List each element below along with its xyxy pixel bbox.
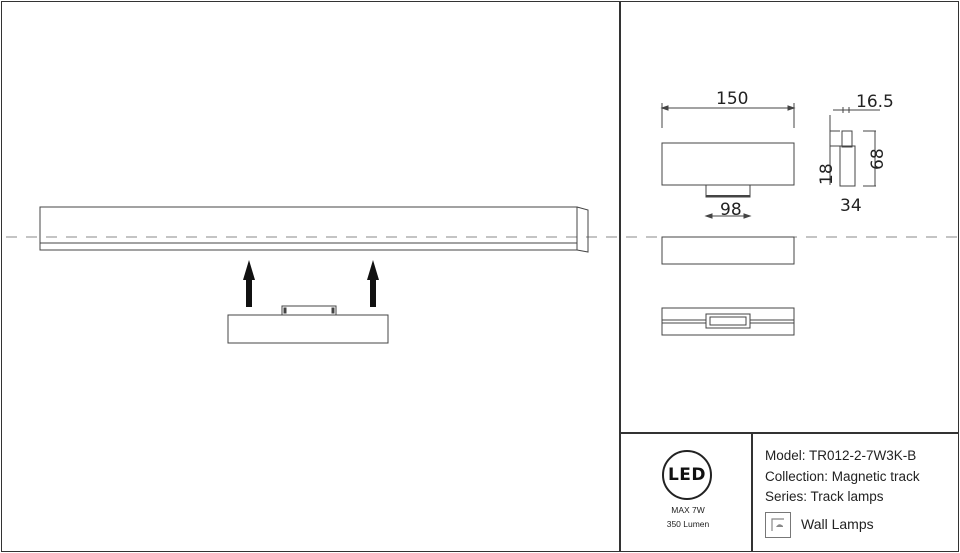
dim-offset: 18 xyxy=(817,163,837,185)
dim-length: 150 xyxy=(716,89,748,109)
arrow-up-icon-left xyxy=(243,260,255,307)
lumen-output: 350 Lumen xyxy=(666,519,710,529)
bottom-view xyxy=(661,307,795,336)
led-badge-icon: LED xyxy=(662,450,712,500)
product-series: Series: Track lamps xyxy=(765,489,884,504)
max-power: MAX 7W xyxy=(671,505,705,515)
lamp-module xyxy=(227,305,389,344)
led-label: LED xyxy=(667,465,707,485)
panel-divider-vertical xyxy=(619,1,621,551)
side-view xyxy=(829,107,880,187)
arrow-up-icon-right xyxy=(367,260,379,307)
top-view xyxy=(661,236,795,265)
wall-lamp-icon xyxy=(765,512,791,538)
product-collection: Collection: Magnetic track xyxy=(765,469,920,484)
front-view xyxy=(660,103,796,219)
track-rail xyxy=(39,206,589,253)
dim-depth: 16.5 xyxy=(856,92,894,112)
info-divider-vertical xyxy=(751,433,753,551)
product-model: Model: TR012-2-7W3K-B xyxy=(765,448,917,463)
dim-mount-width: 98 xyxy=(720,200,742,220)
dim-base-width: 34 xyxy=(840,196,862,216)
panel-divider-horizontal xyxy=(620,432,959,434)
category-label: Wall Lamps xyxy=(801,516,874,532)
dim-height: 68 xyxy=(868,148,888,170)
